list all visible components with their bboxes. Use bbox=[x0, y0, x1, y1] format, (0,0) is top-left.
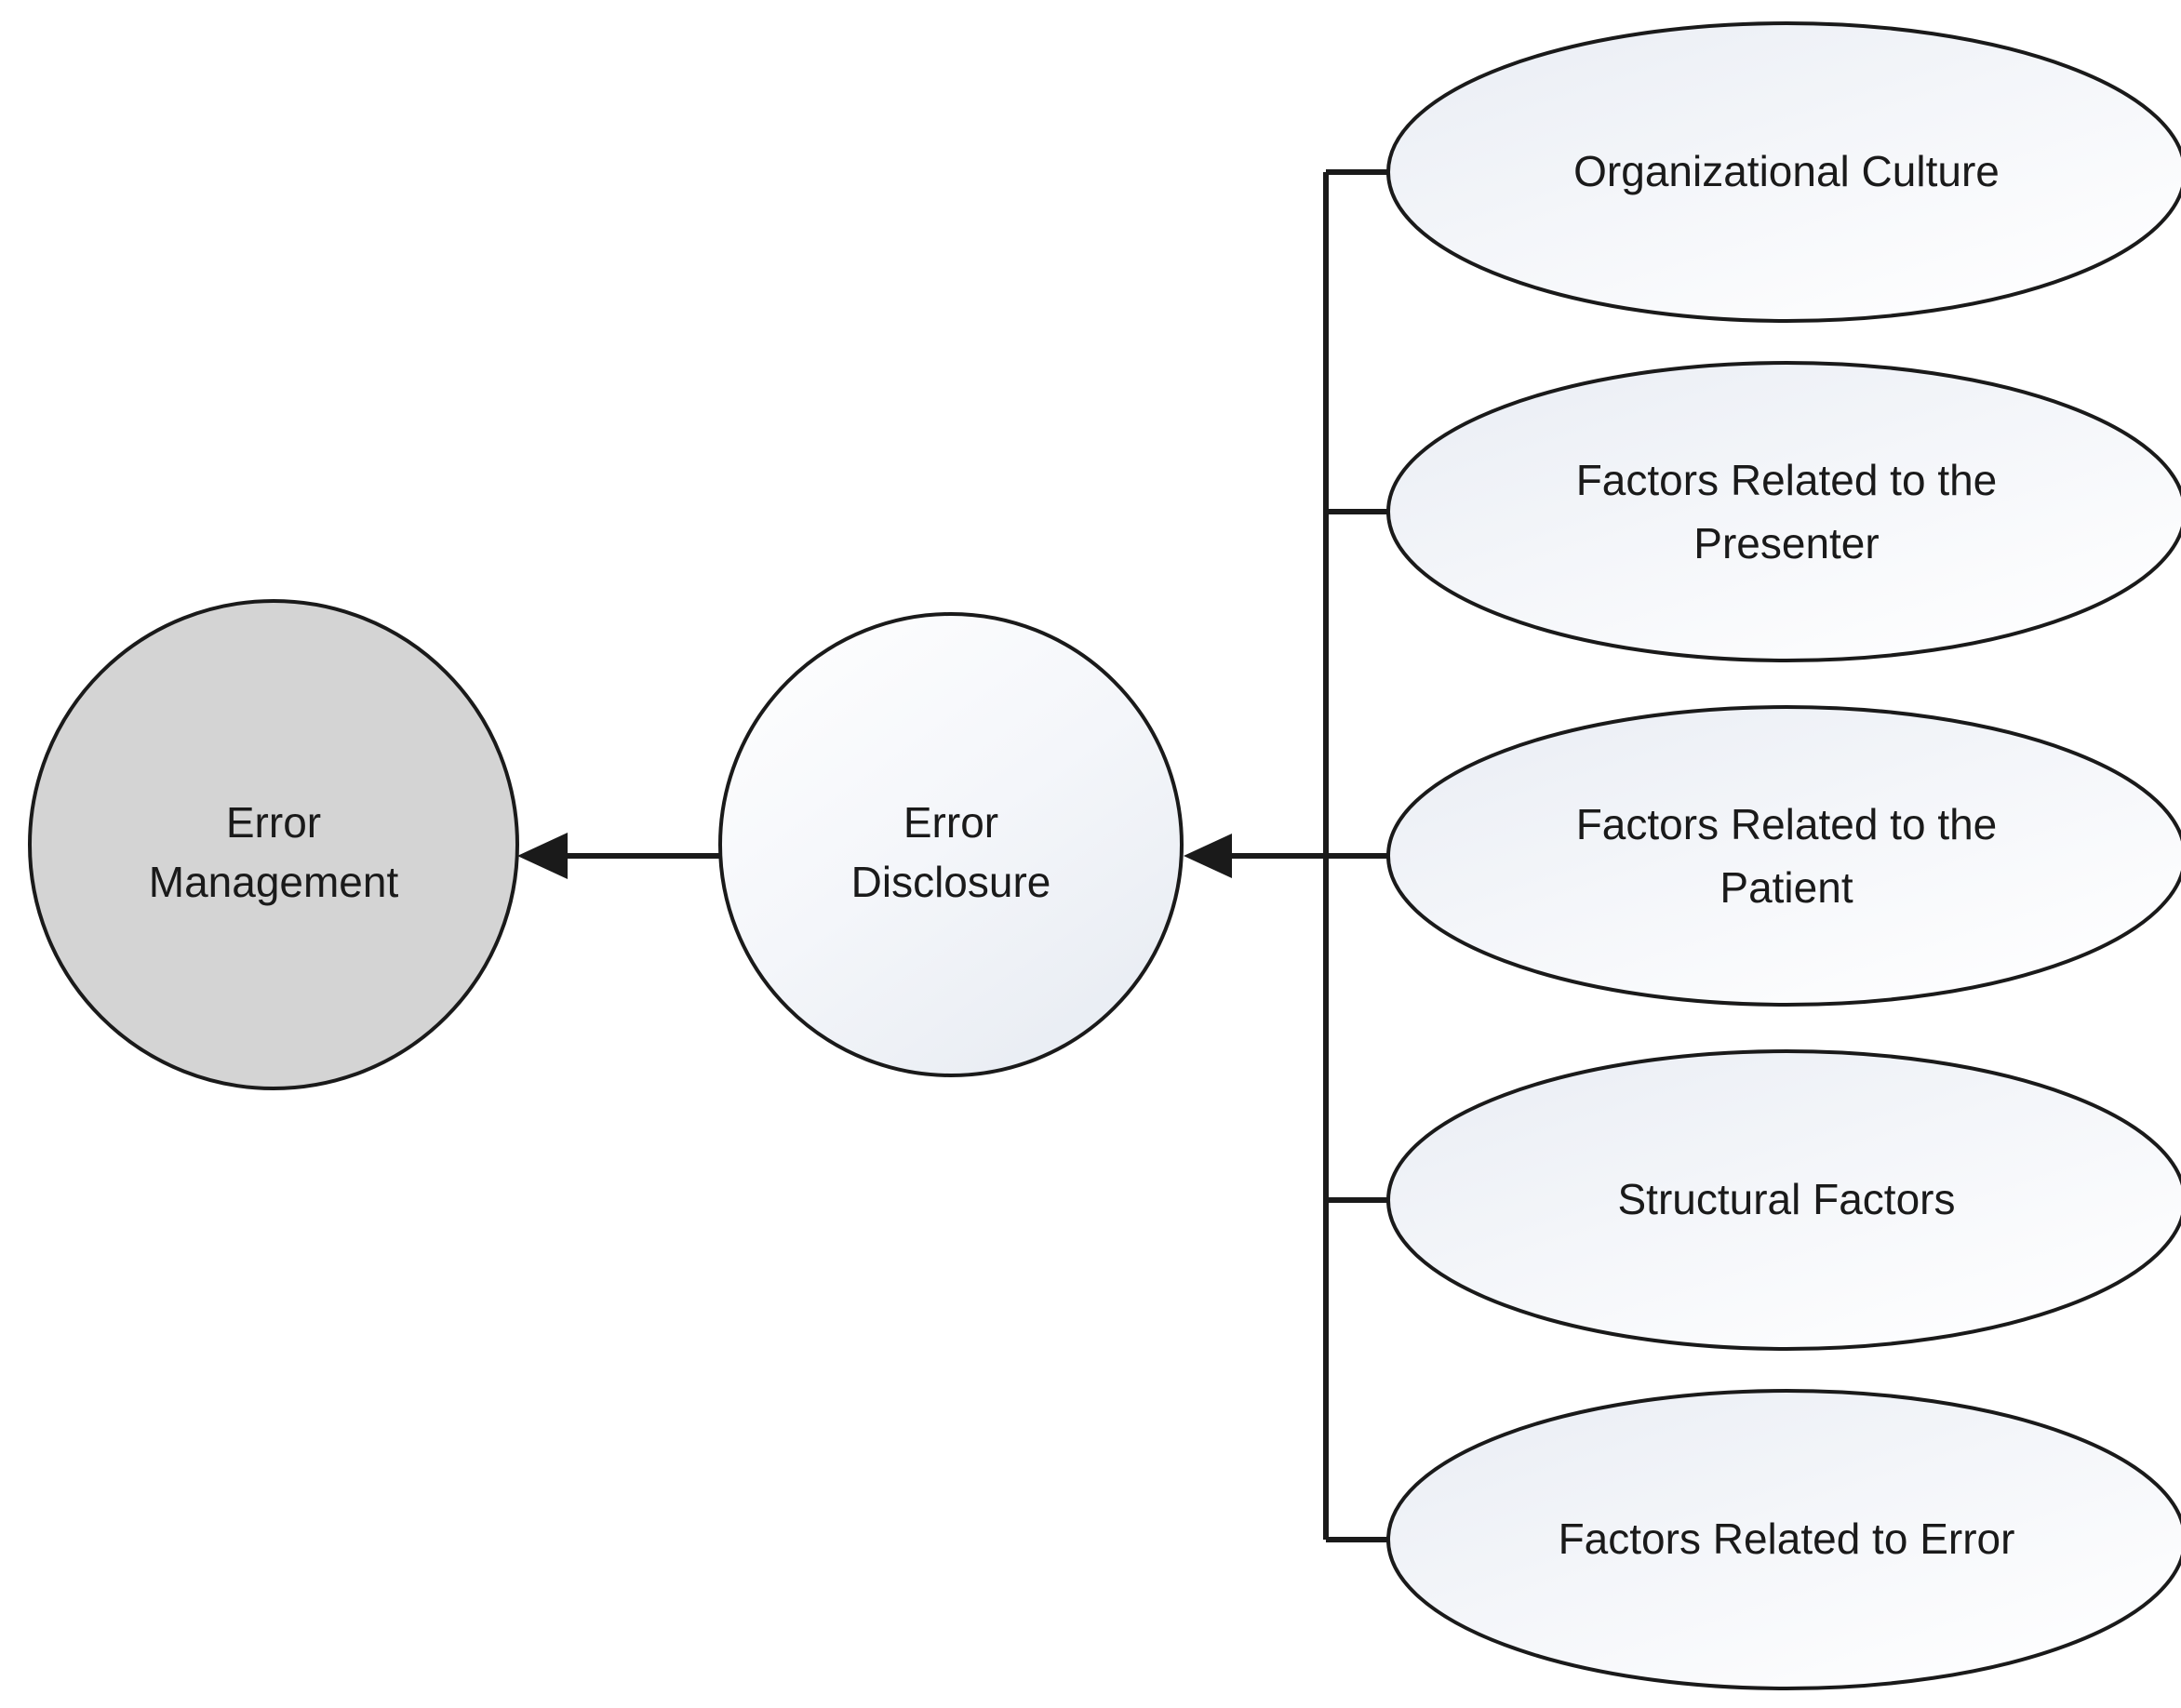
node-structural-factors[interactable]: Structural Factors bbox=[1386, 1049, 2181, 1351]
organizational-culture-label-line1: Organizational Culture bbox=[1573, 147, 2000, 195]
arrow-factors-to-disclosure bbox=[1184, 834, 1396, 878]
factors-error-label-line1: Factors Related to Error bbox=[1559, 1515, 2015, 1563]
arrow-head-icon bbox=[1184, 834, 1232, 878]
factors-presenter-label-line1: Factors Related to the bbox=[1576, 456, 1998, 504]
error-disclosure-label-line2: Disclosure bbox=[851, 858, 1051, 906]
node-factors-related-to-the-presenter[interactable]: Factors Related to the Presenter bbox=[1386, 361, 2181, 662]
factors-patient-ellipse[interactable] bbox=[1386, 705, 2181, 1007]
factors-patient-label-line1: Factors Related to the bbox=[1576, 800, 1998, 848]
error-disclosure-label-line1: Error bbox=[903, 798, 998, 847]
error-disclosure-circle[interactable] bbox=[718, 612, 1184, 1077]
factors-error-ellipse[interactable] bbox=[1386, 1389, 2181, 1690]
factors-patient-label-line2: Patient bbox=[1719, 863, 1853, 912]
error-management-label-line2: Management bbox=[149, 858, 399, 906]
node-factors-related-to-error[interactable]: Factors Related to Error bbox=[1386, 1389, 2181, 1690]
structural-factors-ellipse[interactable] bbox=[1386, 1049, 2181, 1351]
organizational-culture-ellipse[interactable] bbox=[1386, 21, 2181, 323]
arrow-disclosure-to-management bbox=[517, 833, 724, 879]
arrow-head-icon bbox=[517, 833, 568, 879]
factors-presenter-label-line2: Presenter bbox=[1693, 519, 1879, 567]
node-error-disclosure[interactable]: Error Disclosure bbox=[718, 612, 1184, 1077]
factors-presenter-ellipse[interactable] bbox=[1386, 361, 2181, 662]
error-management-circle[interactable] bbox=[28, 599, 519, 1090]
node-factors-related-to-the-patient[interactable]: Factors Related to the Patient bbox=[1386, 705, 2181, 1007]
node-error-management[interactable]: Error Management bbox=[28, 599, 519, 1090]
error-management-label-line1: Error bbox=[226, 798, 321, 847]
structural-factors-label-line1: Structural Factors bbox=[1618, 1175, 1956, 1223]
node-organizational-culture[interactable]: Organizational Culture bbox=[1386, 21, 2181, 323]
